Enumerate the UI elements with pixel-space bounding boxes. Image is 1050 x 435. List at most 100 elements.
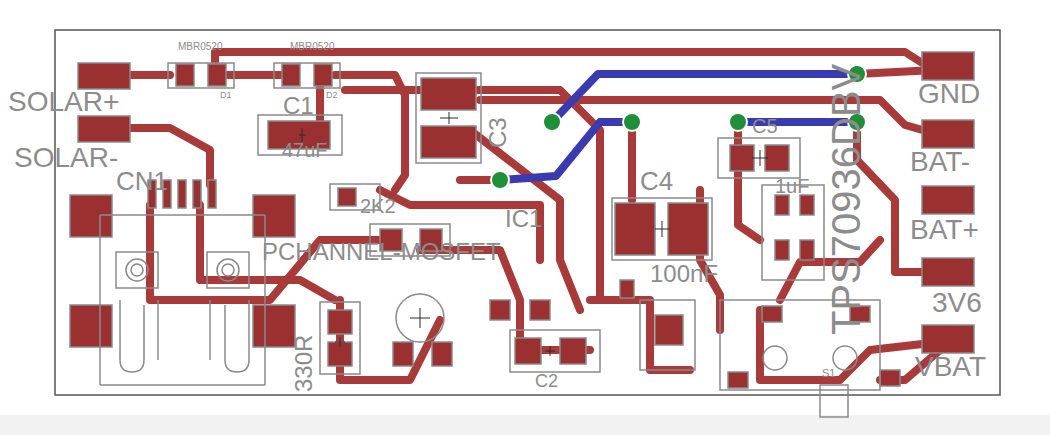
silkscreen-label: IC1 bbox=[505, 207, 542, 231]
silkscreen-label: 100nF bbox=[650, 262, 718, 286]
connector-pad bbox=[922, 120, 974, 148]
top-traces bbox=[103, 52, 940, 380]
smd-pad bbox=[328, 310, 352, 334]
capacitor-outline bbox=[510, 330, 600, 372]
trace bbox=[552, 74, 857, 122]
origin-cross bbox=[545, 346, 555, 356]
smd-pad bbox=[880, 370, 900, 386]
trace bbox=[340, 300, 440, 380]
smd-pad bbox=[668, 203, 708, 255]
via bbox=[729, 113, 747, 131]
origin-cross bbox=[440, 112, 458, 124]
capacitor-outline bbox=[718, 138, 800, 178]
smd-pad bbox=[762, 306, 782, 322]
led-outline bbox=[396, 294, 444, 342]
smd-pad bbox=[765, 145, 789, 171]
diode-outline bbox=[274, 63, 340, 88]
usb-hole bbox=[131, 264, 143, 276]
silkscreen-label: PCHANNEL-MOSFET bbox=[262, 240, 501, 264]
smd-pad bbox=[515, 338, 541, 364]
smd-pad bbox=[490, 300, 510, 320]
smd-pad bbox=[775, 195, 789, 215]
silkscreen-label: 330R bbox=[292, 335, 316, 392]
smd-pad bbox=[421, 126, 476, 158]
silkscreen-label: C3 bbox=[486, 117, 510, 148]
silkscreen-label: CN1 bbox=[116, 168, 168, 194]
pads bbox=[70, 52, 974, 388]
silkscreen-label: C1 bbox=[283, 94, 314, 118]
smd-pad bbox=[560, 338, 586, 364]
smd-pad bbox=[432, 342, 452, 366]
silkscreen-label: S1 bbox=[822, 368, 835, 379]
switch-hole bbox=[763, 346, 787, 370]
component-outlines bbox=[100, 63, 880, 417]
smd-pad bbox=[730, 145, 754, 171]
usb-shield-pad bbox=[70, 195, 112, 237]
smd-pad bbox=[620, 280, 634, 298]
usb-hole bbox=[222, 264, 234, 276]
smd-pad bbox=[655, 315, 683, 345]
silkscreen-label: 3V6 bbox=[932, 289, 982, 317]
silkscreen-label: TPS70936DBV bbox=[826, 64, 866, 335]
via bbox=[623, 113, 641, 131]
smd-pad bbox=[530, 300, 550, 320]
via bbox=[543, 113, 561, 131]
smd-pad bbox=[800, 195, 814, 215]
silkscreen-label: BAT- bbox=[910, 148, 970, 176]
usb-shield-pad bbox=[70, 305, 112, 347]
silkscreen-label: MBR0520 bbox=[178, 42, 222, 52]
capacitor-outline bbox=[416, 73, 481, 163]
usb-shield-pad bbox=[253, 195, 295, 237]
smd-pad bbox=[282, 64, 300, 86]
usb-hole bbox=[217, 259, 239, 281]
smd-pad bbox=[208, 64, 226, 86]
origin-cross bbox=[335, 337, 345, 347]
silkscreen-label: 1uF bbox=[775, 176, 809, 196]
silkscreen-label: SOLAR+ bbox=[8, 88, 119, 116]
connector-pad bbox=[922, 52, 974, 80]
silkscreen-label: C2 bbox=[535, 372, 558, 390]
usb-body bbox=[100, 215, 265, 385]
mosfet-outline bbox=[640, 300, 695, 370]
trace bbox=[500, 122, 632, 180]
usb-pin-pad bbox=[208, 180, 216, 208]
trace bbox=[480, 100, 940, 135]
trace bbox=[228, 71, 280, 79]
trace bbox=[628, 122, 636, 200]
silkscreen-label: 47uF bbox=[282, 140, 328, 160]
usb-shield-pad bbox=[253, 305, 295, 347]
origin-cross bbox=[410, 308, 430, 328]
via bbox=[491, 171, 509, 189]
usb-hole-frame bbox=[116, 252, 249, 288]
silkscreen-label: MBR0520 bbox=[290, 42, 334, 52]
silkscreen-label: C4 bbox=[640, 168, 673, 194]
connector-pad bbox=[922, 325, 974, 353]
board-outline bbox=[55, 30, 1000, 395]
bottom-traces bbox=[500, 74, 857, 180]
silkscreen-label: BAT+ bbox=[910, 216, 979, 244]
part-markers bbox=[299, 112, 768, 356]
usb-pin-pad bbox=[178, 180, 186, 208]
switch-hole bbox=[833, 346, 857, 370]
connector-pad bbox=[78, 63, 130, 89]
silkscreen-label: SOLAR- bbox=[14, 144, 118, 172]
connector-pad bbox=[922, 186, 974, 214]
trace bbox=[738, 122, 760, 240]
silkscreen-label: GND bbox=[918, 80, 980, 108]
capacitor-outline bbox=[612, 198, 712, 260]
smd-pad bbox=[615, 203, 655, 255]
origin-cross bbox=[752, 150, 768, 166]
smd-pad bbox=[393, 342, 413, 366]
status-strip bbox=[0, 415, 1050, 435]
diode-outline bbox=[168, 63, 234, 88]
silkscreen-label: D1 bbox=[220, 91, 232, 100]
trace bbox=[470, 130, 580, 310]
origin-cross bbox=[655, 221, 670, 237]
smd-pad bbox=[314, 64, 332, 86]
smd-pad bbox=[728, 372, 748, 388]
silkscreen-label: D2 bbox=[326, 91, 338, 100]
usb-tongue bbox=[120, 300, 249, 372]
usb-pin-pad bbox=[193, 180, 201, 208]
smd-pad bbox=[800, 240, 814, 260]
